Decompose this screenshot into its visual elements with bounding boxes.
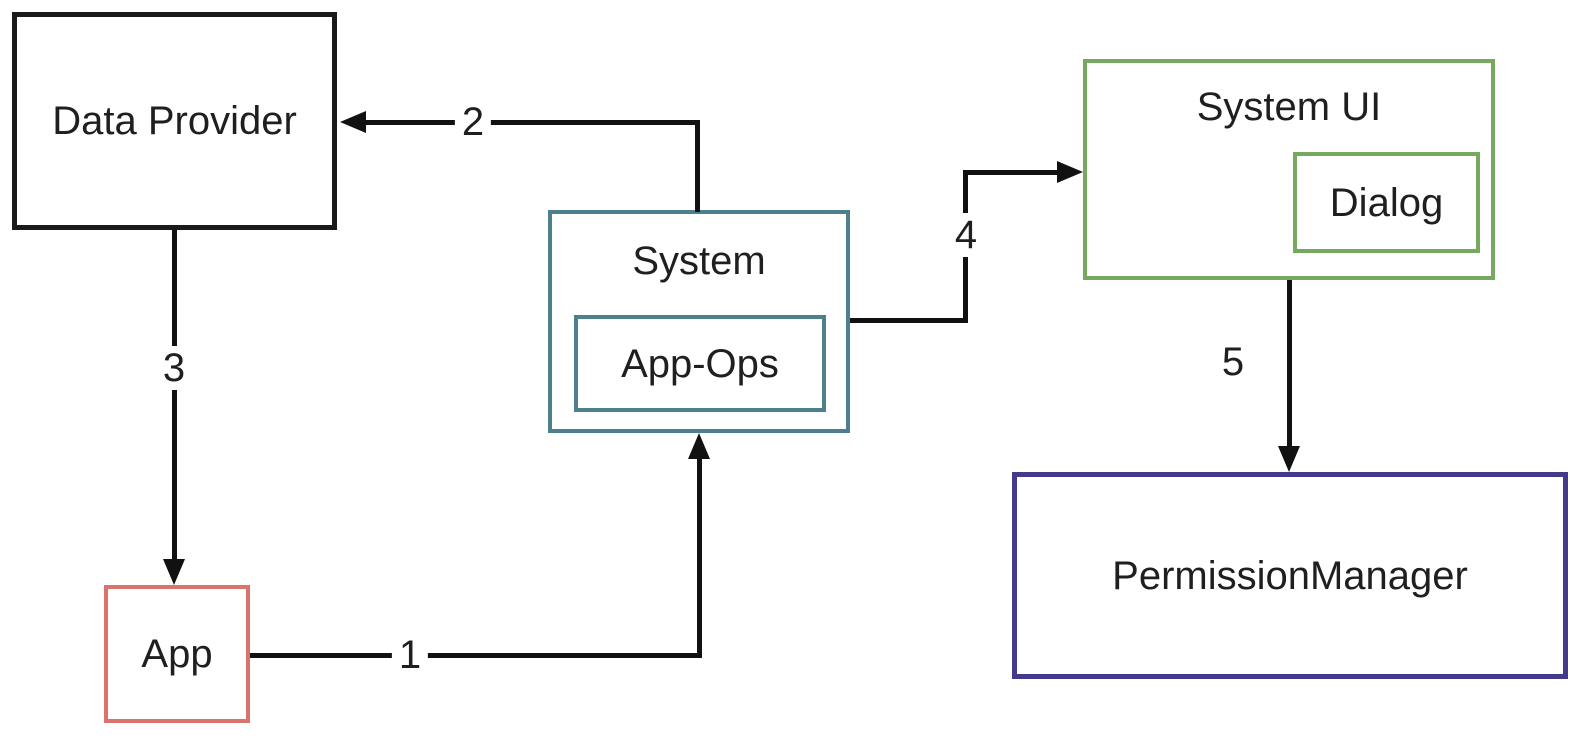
edge-2-vertical-segment <box>695 122 700 212</box>
edge-2-horizontal-segment <box>362 120 700 125</box>
dialog-box: Dialog <box>1293 152 1480 253</box>
edge-3-arrowhead-down-icon <box>163 559 185 585</box>
app-box: App <box>104 585 250 723</box>
app-ops-label: App-Ops <box>621 341 779 386</box>
edge-4-label: 4 <box>947 213 985 257</box>
edge-5-vertical-segment <box>1287 280 1292 450</box>
edge-4-lower-horizontal-segment <box>850 318 968 323</box>
edge-2-label: 2 <box>454 100 492 144</box>
edge-1-label: 1 <box>391 633 429 677</box>
edge-4-arrowhead-right-icon <box>1057 161 1083 183</box>
data-provider-box: Data Provider <box>12 12 337 230</box>
edge-1-arrowhead-up-icon <box>688 433 710 459</box>
permission-manager-label: PermissionManager <box>1112 553 1468 598</box>
system-ui-label: System UI <box>1196 85 1382 129</box>
system-box: System App-Ops <box>548 210 850 433</box>
edge-1-horizontal-segment <box>250 653 702 658</box>
edge-3-label: 3 <box>155 346 193 390</box>
app-label: App <box>141 632 213 676</box>
system-ui-box: System UI Dialog <box>1083 59 1495 280</box>
edge-2-arrowhead-left-icon <box>340 111 366 133</box>
system-label: System <box>632 239 766 283</box>
edge-3-vertical-segment <box>172 230 177 565</box>
edge-5-label: 5 <box>1221 340 1245 384</box>
dialog-label: Dialog <box>1329 180 1444 225</box>
data-provider-label: Data Provider <box>52 99 297 143</box>
edge-5-arrowhead-down-icon <box>1278 446 1300 472</box>
app-ops-box: App-Ops <box>574 315 826 412</box>
edge-1-vertical-segment <box>697 455 702 658</box>
permission-manager-box: PermissionManager <box>1012 472 1568 679</box>
edge-4-upper-horizontal-segment <box>963 170 1059 175</box>
